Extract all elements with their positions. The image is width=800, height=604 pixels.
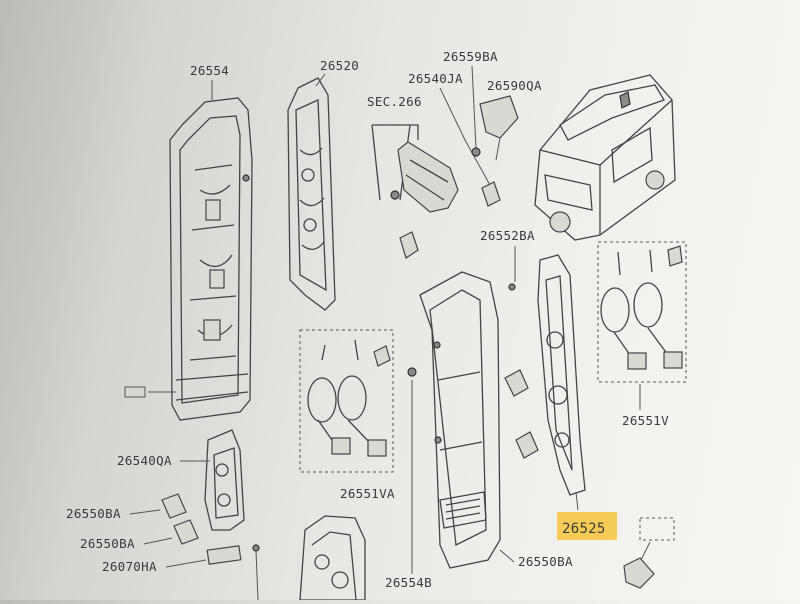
high-mount-stop-lamp [371,124,459,259]
lamp-lens-26520 [287,77,336,311]
bulb-icon [515,431,539,459]
label-26550ba-2: 26550BA [80,536,135,551]
reference-box-icon [124,386,146,398]
label-26540ja: 26540JA [408,71,463,86]
label-26590qa: 26590QA [487,78,542,93]
pillar-trim-26554b [419,271,501,569]
bulb-icon [481,181,501,207]
wiring-group-26551va [299,329,394,473]
label-26525: 26525 [562,521,606,537]
wiring-harness-right [600,245,683,370]
highlight-26525 [557,512,617,540]
bulb-icon [161,493,187,519]
bulb-icon [504,369,529,397]
label-26520: 26520 [320,58,359,73]
label-26550ba-right: 26550BA [518,554,573,569]
wiring-group-26551v [597,241,687,383]
label-26550ba-1: 26550BA [66,506,121,521]
bottom-lamp-housing [299,515,366,601]
wiring-harness-left [307,339,391,457]
screw-icon [471,147,481,157]
label-26551va: 26551VA [340,486,395,501]
label-26540qa: 26540QA [117,453,172,468]
label-26559ba: 26559BA [443,49,498,64]
label-sec-266: SEC.266 [367,94,422,109]
label-26554: 26554 [190,63,229,78]
reference-box-dashed [639,517,675,541]
label-26552ba: 26552BA [480,228,535,243]
lamp-socket-icon [479,95,519,139]
van-illustration [534,74,676,241]
lower-lamp-assembly [204,429,245,531]
bulb-icon [173,519,199,545]
rear-lamp-housing-26554 [169,97,253,421]
license-lamp-icon [206,545,242,565]
label-26554b: 26554B [385,575,432,590]
rear-lamp-26525 [537,254,586,496]
label-26551v: 26551V [622,413,669,428]
clip-icon [508,283,516,291]
socket-icon [623,557,655,589]
label-26070ha: 26070HA [102,559,157,574]
